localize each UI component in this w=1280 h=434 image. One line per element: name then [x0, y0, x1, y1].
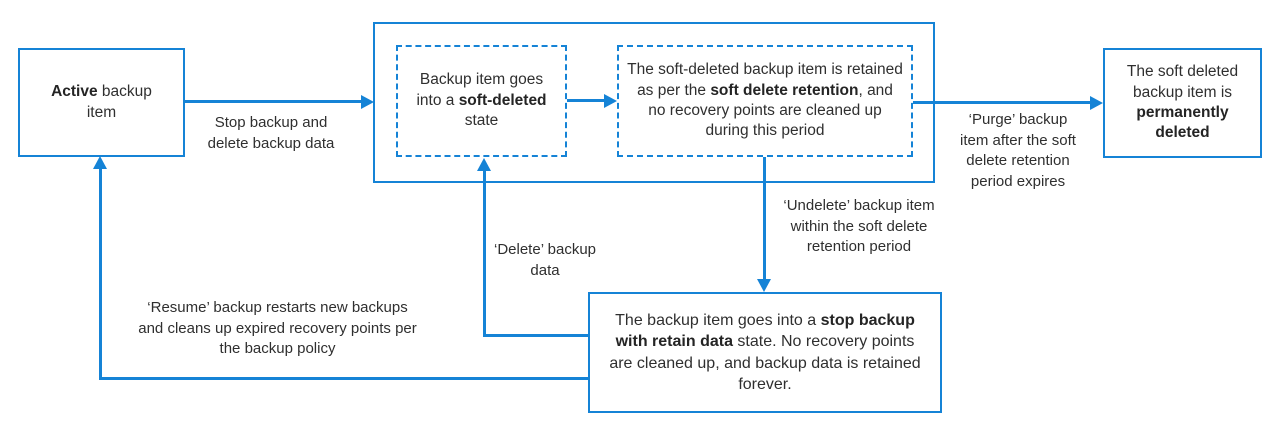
- node-permanently-deleted-text: The soft deleted backup item is permanen…: [1126, 63, 1239, 142]
- stop-backup-arrow-line: [185, 100, 362, 103]
- delete-arrow-vline: [483, 170, 486, 337]
- soft-delete-inner-arrow-line: [567, 99, 606, 102]
- undelete-arrow-line: [763, 157, 766, 281]
- resume-arrow-label: ‘Resume’ backup restarts new backups and…: [138, 299, 417, 358]
- node-soft-deleted-state-text: Backup item goes into a soft-deleted sta…: [416, 71, 547, 130]
- soft-delete-inner-arrowhead: [604, 94, 617, 108]
- node-soft-delete-retention-text: The soft-deleted backup item is retained…: [627, 61, 903, 140]
- purge-arrow-label: ‘Purge’ backup item after the soft delet…: [960, 111, 1076, 191]
- stop-backup-arrowhead: [361, 95, 374, 109]
- purge-arrow-line: [913, 101, 1091, 104]
- node-active-backup-item: Active backup item: [18, 48, 185, 157]
- delete-arrow-hline: [483, 334, 588, 337]
- node-stop-backup-retain-data-text: The backup item goes into a stop backup …: [609, 312, 921, 393]
- stop-backup-arrow-label: Stop backup and delete backup data: [207, 114, 335, 152]
- node-soft-deleted-state: Backup item goes into a soft-deleted sta…: [396, 45, 567, 157]
- resume-arrow-hline: [99, 377, 588, 380]
- node-permanently-deleted: The soft deleted backup item is permanen…: [1103, 48, 1262, 158]
- undelete-arrowhead: [757, 279, 771, 292]
- delete-arrow-label: ‘Delete’ backup data: [494, 241, 597, 279]
- undelete-arrow-label: ‘Undelete’ backup item within the soft d…: [783, 197, 935, 256]
- node-active-backup-item-text: Active backup item: [51, 83, 152, 121]
- resume-arrow-vline: [99, 168, 102, 380]
- node-stop-backup-retain-data: The backup item goes into a stop backup …: [588, 292, 942, 413]
- node-soft-delete-retention: The soft-deleted backup item is retained…: [617, 45, 913, 157]
- resume-arrowhead: [93, 156, 107, 169]
- delete-arrowhead: [477, 158, 491, 171]
- purge-arrowhead: [1090, 96, 1103, 110]
